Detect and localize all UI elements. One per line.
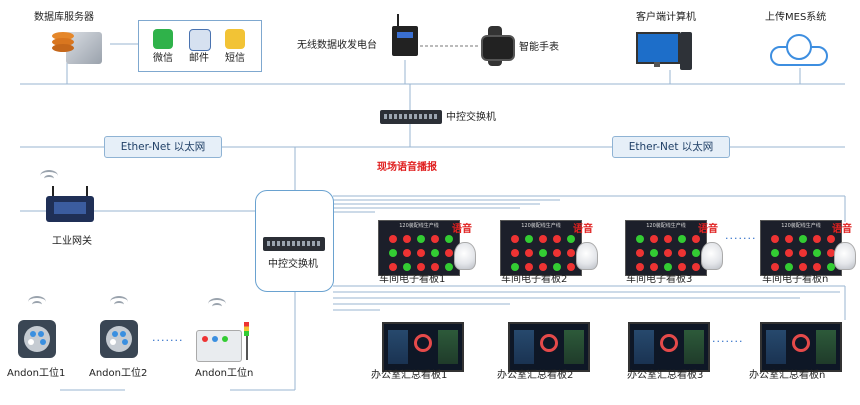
voice-tag: 语音 <box>452 224 472 235</box>
andon-station-2-label: Andon工位2 <box>89 368 148 379</box>
wireless-station-icon <box>392 14 418 56</box>
mail-label: 邮件 <box>189 53 209 64</box>
client-pc-label: 客户端计算机 <box>636 12 696 23</box>
smart-watch-label: 智能手表 <box>519 42 559 53</box>
voice-broadcast-label: 现场语音播报 <box>377 162 437 173</box>
mail-icon <box>189 29 211 51</box>
central-switch-label: 中控交换机 <box>268 259 318 270</box>
voice-tag: 语音 <box>573 224 593 235</box>
sms-icon <box>225 29 245 49</box>
office-board-label: 办公室汇总看板3 <box>627 370 704 381</box>
workshop-board-label: 车间电子看板3 <box>626 274 693 285</box>
andon1-wifi-icon <box>28 296 46 308</box>
gateway-label: 工业网关 <box>52 236 92 247</box>
office-screen <box>382 322 464 372</box>
gateway-icon <box>46 186 94 224</box>
ether-net-right: Ether-Net 以太网 <box>612 136 730 158</box>
sms-label: 短信 <box>225 53 245 64</box>
central-switch-frame: 中控交换机 <box>255 190 334 292</box>
speaker-icon <box>454 242 476 270</box>
workshop-screen: 120装配线生产线 <box>760 220 842 276</box>
core-switch-label: 中控交换机 <box>446 112 496 123</box>
voice-tag: 语音 <box>698 224 718 235</box>
ether-net-left: Ether-Net 以太网 <box>104 136 222 158</box>
workshop-screen: 120装配线生产线 <box>625 220 707 276</box>
core-switch-icon <box>380 110 442 124</box>
notify-channels-box: 微信 邮件 短信 <box>138 20 262 72</box>
andonn-wifi-icon <box>208 298 226 310</box>
speaker-icon <box>701 242 723 270</box>
speaker-icon <box>576 242 598 270</box>
mes-label: 上传MES系统 <box>765 12 827 23</box>
db-server-label: 数据库服务器 <box>34 12 94 23</box>
wireless-station-label: 无线数据收发电台 <box>297 40 377 51</box>
speaker-icon <box>834 242 856 270</box>
database-server-icon <box>50 26 104 66</box>
andon-station-1-label: Andon工位1 <box>7 368 66 379</box>
wechat-label: 微信 <box>153 53 173 64</box>
cloud-icon <box>770 34 828 66</box>
andon-station-n-label: Andon工位n <box>195 368 254 379</box>
workshop-board-label: 车间电子看板2 <box>501 274 568 285</box>
office-screen <box>628 322 710 372</box>
workshop-screen: 120装配线生产线 <box>378 220 460 276</box>
office-screen <box>760 322 842 372</box>
andon-station-2-icon <box>100 320 138 358</box>
workshop-board-label: 车间电子看板1 <box>379 274 446 285</box>
central-switch-icon <box>263 237 325 251</box>
more-office-dots: ······· <box>712 335 744 348</box>
gateway-wifi-icon <box>40 170 58 182</box>
andon-station-n-icon <box>196 322 254 362</box>
office-board-label: 办公室汇总看板1 <box>371 370 448 381</box>
office-board-label: 办公室汇总看板2 <box>497 370 574 381</box>
more-boards-dots: ······· <box>725 232 757 245</box>
andon2-wifi-icon <box>110 296 128 308</box>
workshop-board-label: 车间电子看板n <box>762 274 829 285</box>
wechat-icon <box>153 29 173 49</box>
office-screen <box>508 322 590 372</box>
client-pc-icon <box>636 32 692 72</box>
more-andon-dots: ······· <box>152 334 184 347</box>
andon-station-1-icon <box>18 320 56 358</box>
smart-watch-icon <box>478 26 515 66</box>
workshop-screen: 120装配线生产线 <box>500 220 582 276</box>
office-board-label: 办公室汇总看板n <box>749 370 826 381</box>
voice-tag: 语音 <box>832 224 852 235</box>
